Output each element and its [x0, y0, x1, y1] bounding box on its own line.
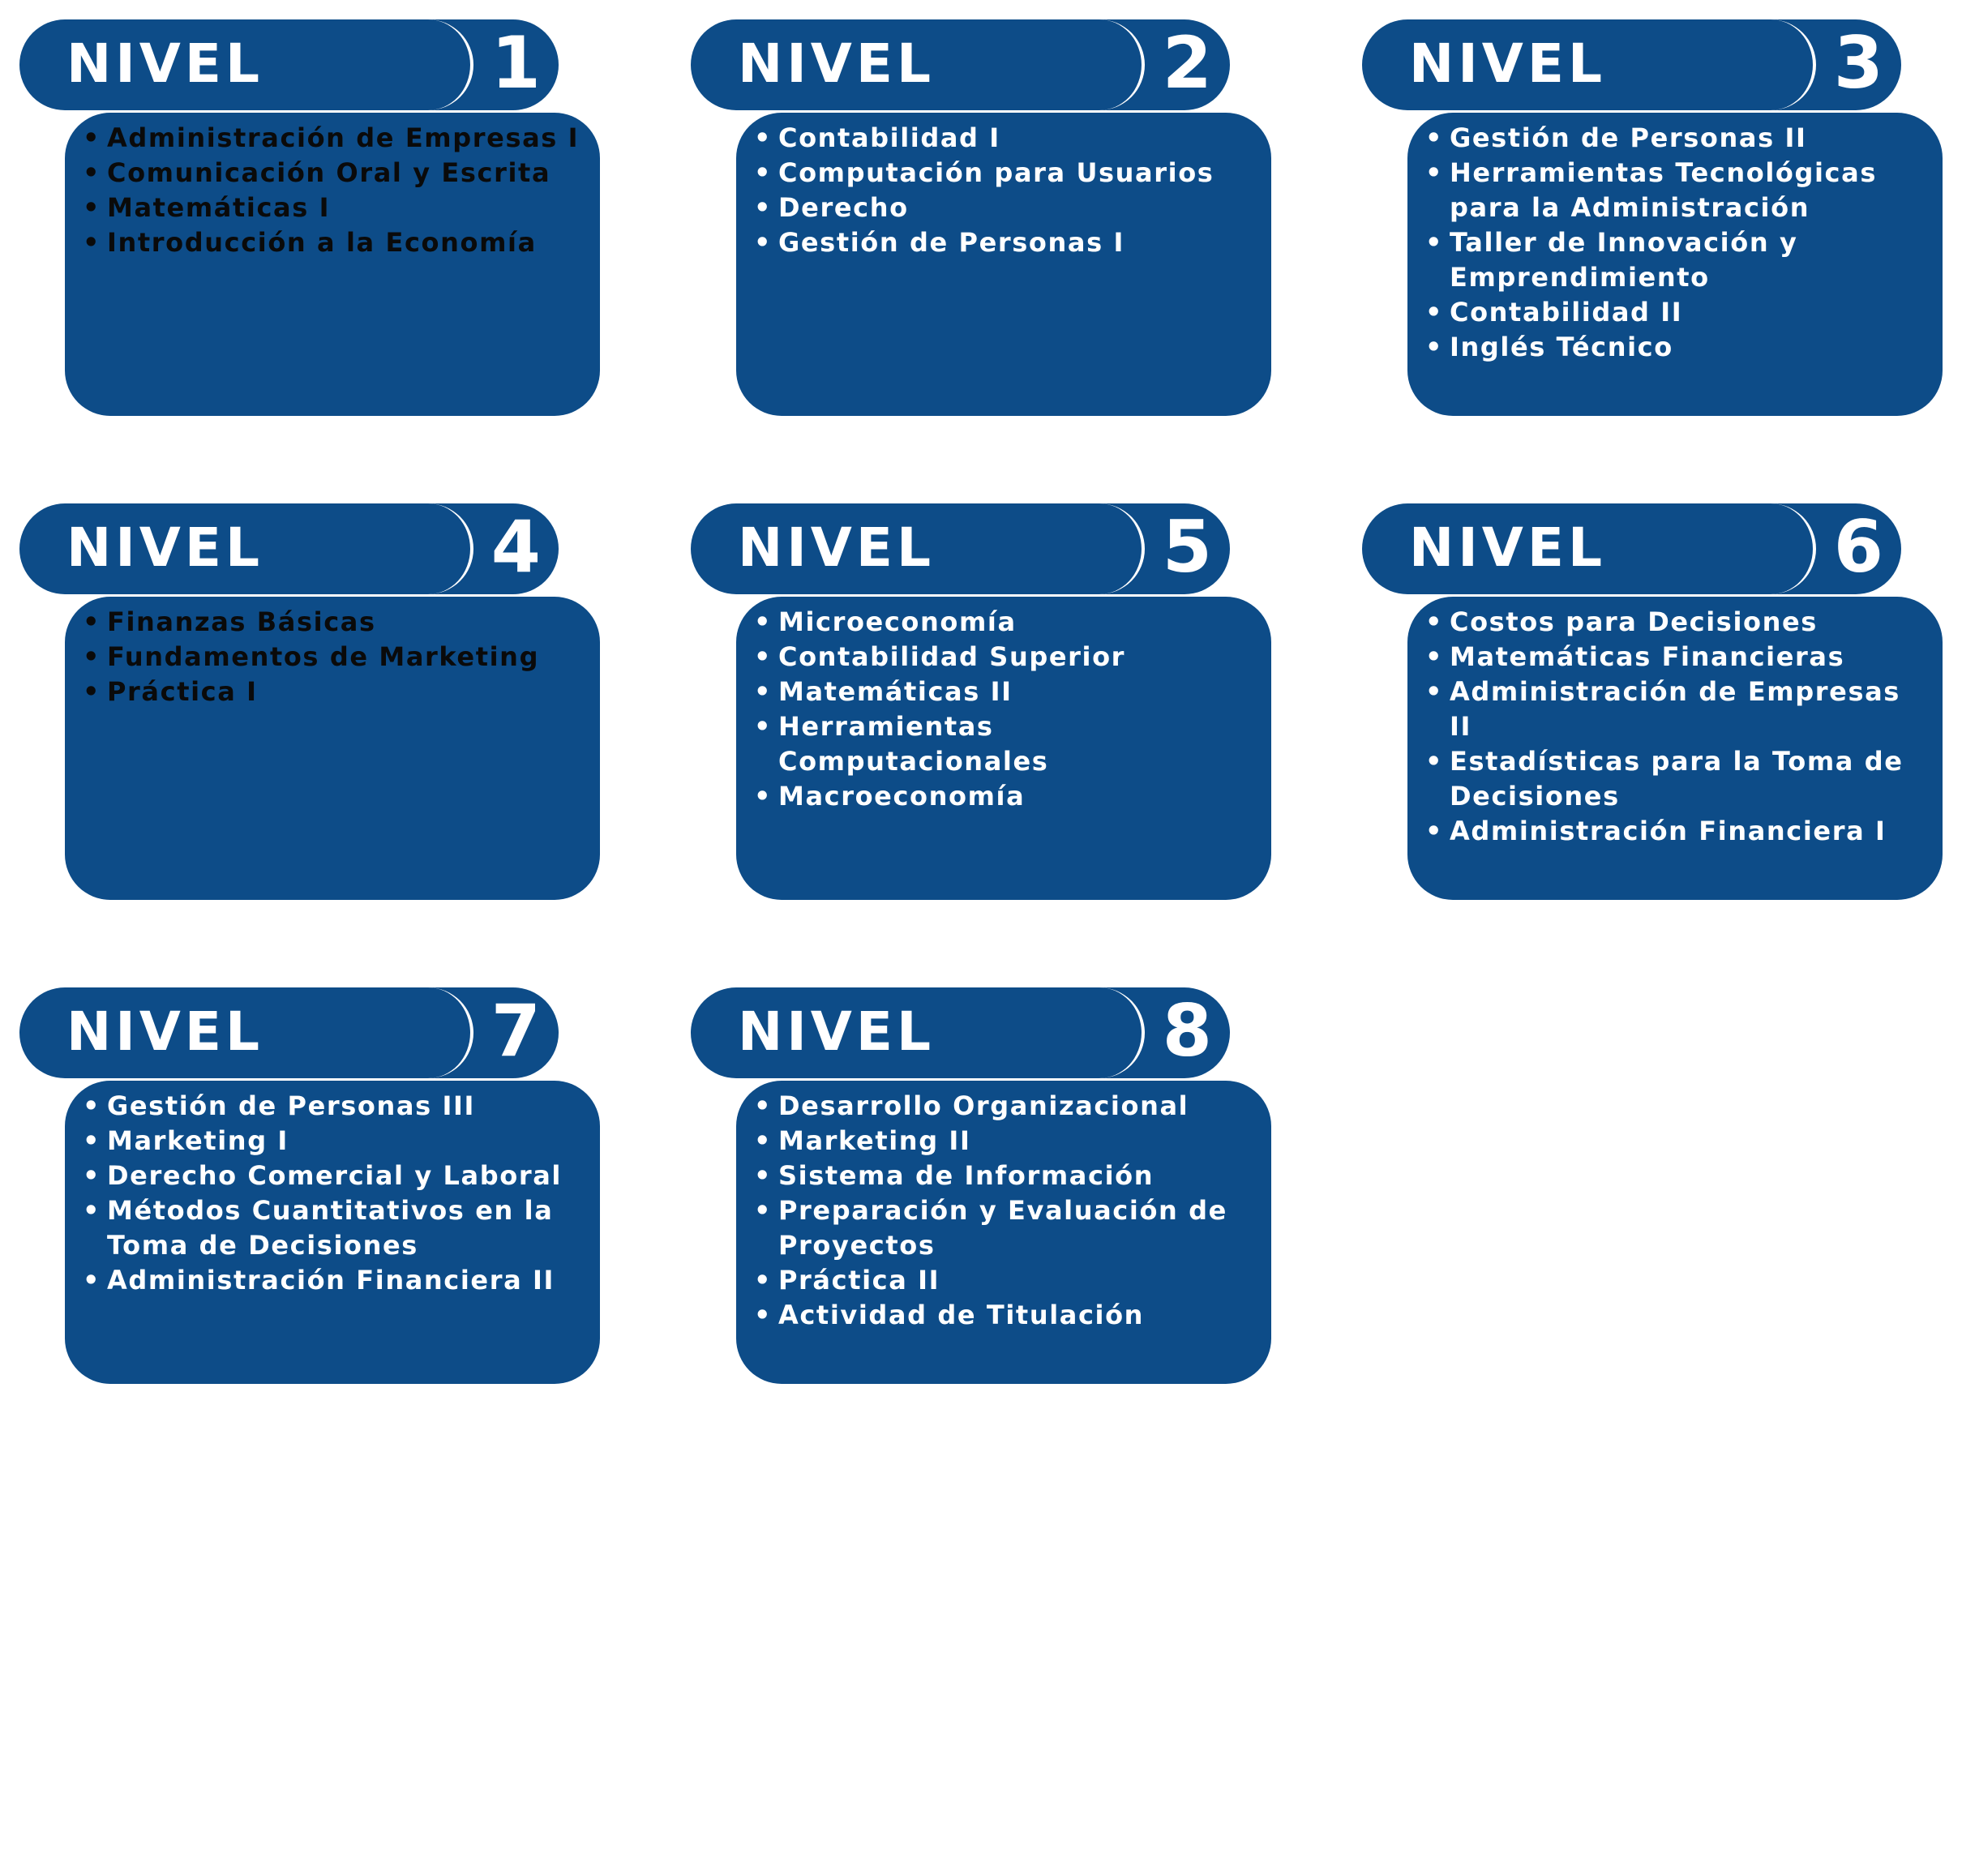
course-panel: Gestión de Personas IIHerramientas Tecno…	[1407, 113, 1943, 416]
course-item: Marketing II	[754, 1124, 1257, 1159]
level-label: NIVEL	[66, 516, 264, 579]
course-item: Desarrollo Organizacional	[754, 1089, 1257, 1124]
course-item: Herramientas Tecnológicas para la Admini…	[1425, 156, 1928, 225]
course-item: Fundamentos de Marketing	[83, 640, 585, 675]
level-card-1: NIVEL 1Administración de Empresas IComuni…	[19, 19, 1641, 490]
level-label: NIVEL	[1409, 516, 1607, 579]
course-item: Microeconomía	[754, 605, 1257, 640]
level-header: NIVEL 4	[19, 503, 559, 594]
level-card-4: NIVEL 4Finanzas BásicasFundamentos de Mar…	[19, 503, 1641, 974]
level-label: NIVEL	[66, 1000, 264, 1063]
course-item: Administración de Empresas I	[83, 121, 585, 156]
level-number: 5	[1162, 505, 1212, 589]
level-card-7: NIVEL7Gestión de Personas IIIMarketing I…	[19, 987, 1641, 1458]
course-item: Macroeconomía	[754, 779, 1257, 814]
course-item: Contabilidad II	[1425, 295, 1928, 330]
course-panel: Gestión de Personas IIIMarketing IDerech…	[65, 1081, 600, 1384]
course-item: Matemáticas I	[83, 191, 585, 225]
course-item: Gestión de Personas III	[83, 1089, 585, 1124]
course-item: Costos para Decisiones	[1425, 605, 1928, 640]
header-divider	[1064, 503, 1145, 594]
course-list: Finanzas BásicasFundamentos de Marketing…	[83, 605, 585, 709]
header-divider	[1735, 19, 1816, 110]
level-number: 1	[491, 21, 541, 105]
level-card-2: NIVEL 2Contabilidad IComputación para Usu…	[691, 19, 1962, 490]
course-item: Contabilidad Superior	[754, 640, 1257, 675]
level-card-3: NIVEL 3Gestión de Personas IIHerramientas…	[1362, 19, 1962, 490]
level-label: NIVEL	[738, 1000, 936, 1063]
course-item: Taller de Innovación y Emprendimiento	[1425, 225, 1928, 295]
course-list: Costos para DecisionesMatemáticas Financ…	[1425, 605, 1928, 849]
course-item: Sistema de Información	[754, 1159, 1257, 1193]
level-number: 8	[1162, 989, 1212, 1073]
course-panel: Desarrollo OrganizacionalMarketing IISis…	[736, 1081, 1271, 1384]
level-label: NIVEL	[1409, 32, 1607, 95]
header-divider	[392, 19, 473, 110]
level-header: NIVEL 6	[1362, 503, 1901, 594]
level-number: 6	[1833, 505, 1883, 589]
level-number: 3	[1833, 21, 1883, 105]
course-item: Administración de Empresas II	[1425, 675, 1928, 744]
course-item: Administración Financiera II	[83, 1263, 585, 1298]
course-item: Introducción a la Economía	[83, 225, 585, 260]
course-item: Contabilidad I	[754, 121, 1257, 156]
course-panel: Costos para DecisionesMatemáticas Financ…	[1407, 597, 1943, 900]
course-item: Administración Financiera I	[1425, 814, 1928, 849]
course-item: Matemáticas II	[754, 675, 1257, 709]
course-item: Inglés Técnico	[1425, 330, 1928, 365]
course-item: Herramientas Computacionales	[754, 709, 1257, 779]
level-header: NIVEL 7	[19, 987, 559, 1078]
level-number: 4	[491, 505, 541, 589]
level-label: NIVEL	[738, 32, 936, 95]
header-divider	[392, 987, 473, 1078]
course-list: Gestión de Personas IIHerramientas Tecno…	[1425, 121, 1928, 365]
level-header: NIVEL 5	[691, 503, 1230, 594]
level-header: NIVEL 2	[691, 19, 1230, 110]
course-item: Estadísticas para la Toma de Decisiones	[1425, 744, 1928, 814]
course-panel: Administración de Empresas IComunicación…	[65, 113, 600, 416]
course-item: Finanzas Básicas	[83, 605, 585, 640]
course-panel: MicroeconomíaContabilidad SuperiorMatemá…	[736, 597, 1271, 900]
level-label: NIVEL	[738, 516, 936, 579]
course-list: Contabilidad IComputación para UsuariosD…	[754, 121, 1257, 260]
course-item: Marketing I	[83, 1124, 585, 1159]
course-item: Práctica II	[754, 1263, 1257, 1298]
level-header: NIVEL 8	[691, 987, 1230, 1078]
level-number: 2	[1162, 21, 1212, 105]
course-item: Computación para Usuarios	[754, 156, 1257, 191]
course-list: Gestión de Personas IIIMarketing IDerech…	[83, 1089, 585, 1298]
course-item: Métodos Cuantitativos en la Toma de Deci…	[83, 1193, 585, 1263]
course-item: Actividad de Titulación	[754, 1298, 1257, 1333]
course-item: Derecho	[754, 191, 1257, 225]
course-list: Administración de Empresas IComunicación…	[83, 121, 585, 260]
course-item: Comunicación Oral y Escrita	[83, 156, 585, 191]
level-number: 7	[491, 989, 541, 1073]
course-panel: Contabilidad IComputación para UsuariosD…	[736, 113, 1271, 416]
header-divider	[1064, 19, 1145, 110]
course-list: Desarrollo OrganizacionalMarketing IISis…	[754, 1089, 1257, 1333]
header-divider	[1735, 503, 1816, 594]
level-card-8: NIVEL 8Desarrollo OrganizacionalMarketing…	[691, 987, 1962, 1458]
level-header: NIVEL 1	[19, 19, 559, 110]
header-divider	[392, 503, 473, 594]
course-list: MicroeconomíaContabilidad SuperiorMatemá…	[754, 605, 1257, 814]
course-item: Derecho Comercial y Laboral	[83, 1159, 585, 1193]
level-header: NIVEL 3	[1362, 19, 1901, 110]
header-divider	[1064, 987, 1145, 1078]
course-item: Gestión de Personas I	[754, 225, 1257, 260]
course-item: Gestión de Personas II	[1425, 121, 1928, 156]
course-panel: Finanzas BásicasFundamentos de Marketing…	[65, 597, 600, 900]
course-item: Preparación y Evaluación de Proyectos	[754, 1193, 1257, 1263]
level-card-6: NIVEL 6Costos para DecisionesMatemáticas …	[1362, 503, 1962, 974]
level-card-5: NIVEL 5MicroeconomíaContabilidad Superior…	[691, 503, 1962, 974]
course-item: Matemáticas Financieras	[1425, 640, 1928, 675]
course-item: Práctica I	[83, 675, 585, 709]
level-label: NIVEL	[66, 32, 264, 95]
